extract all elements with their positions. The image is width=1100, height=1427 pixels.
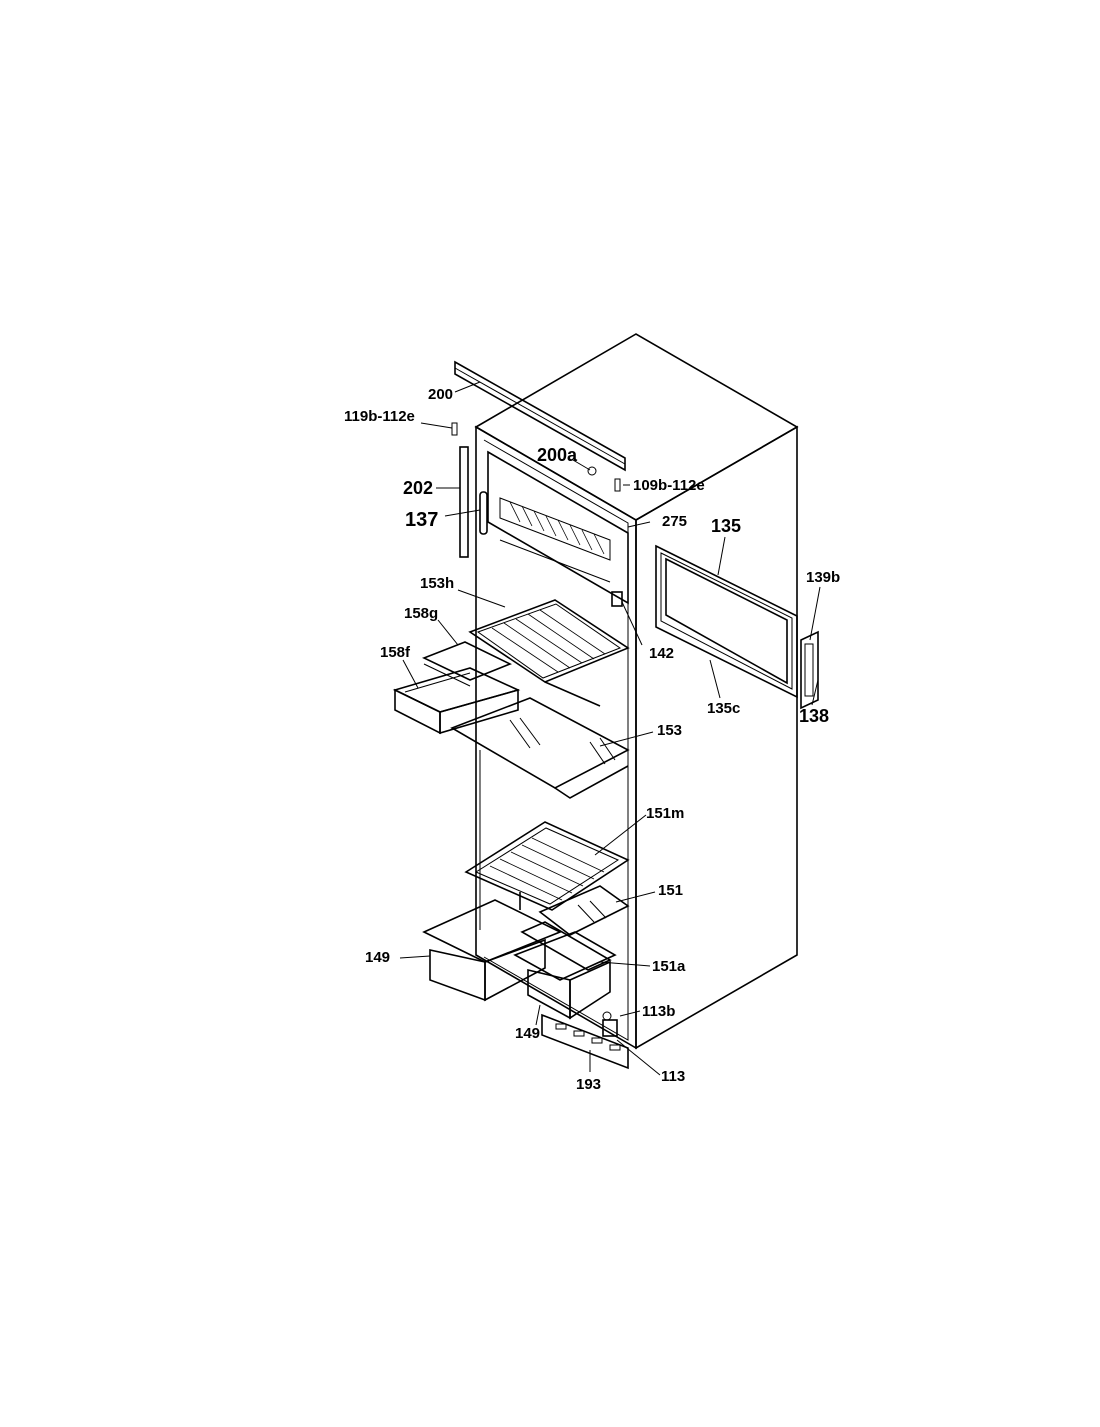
handle-part xyxy=(479,491,488,535)
door-gasket xyxy=(655,544,798,699)
label-113b: 113b xyxy=(642,1003,675,1020)
label-193: 193 xyxy=(576,1076,601,1093)
label-151a: 151a xyxy=(652,958,686,975)
label-137: 137 xyxy=(405,509,438,531)
crisper-cover xyxy=(520,921,612,971)
door-bin-upper xyxy=(392,667,521,735)
label-109b-112e: 109b-112e xyxy=(633,477,705,494)
clip-part xyxy=(611,591,623,607)
screw-part-left xyxy=(451,422,458,436)
top-trim-strip xyxy=(454,360,626,472)
label-151: 151 xyxy=(658,882,683,899)
glass-shelf-lower xyxy=(538,885,630,936)
label-142: 142 xyxy=(649,645,674,662)
leader-lines xyxy=(399,381,821,1076)
crisper-drawer-right xyxy=(513,931,617,1020)
pin-part xyxy=(587,466,597,476)
label-158g: 158g xyxy=(404,605,438,622)
wire-shelf-upper xyxy=(468,599,630,707)
bottom-hinge-part xyxy=(602,1011,618,1037)
glass-shelf-middle xyxy=(450,697,630,799)
label-202: 202 xyxy=(403,478,433,498)
vertical-strip-part xyxy=(459,446,469,558)
door-shelf-small xyxy=(421,641,512,687)
label-135: 135 xyxy=(711,516,741,536)
label-135c: 135c xyxy=(707,700,740,717)
label-138: 138 xyxy=(799,706,829,726)
label-200: 200 xyxy=(428,386,453,403)
label-139b: 139b xyxy=(806,569,840,586)
label-151m: 151m xyxy=(646,805,684,822)
base-grille xyxy=(541,1013,629,1070)
label-200a: 200a xyxy=(537,445,578,465)
label-113: 113 xyxy=(661,1068,685,1085)
label-153: 153 xyxy=(657,722,682,739)
label-149-bottom: 149 xyxy=(515,1025,540,1042)
wire-shelf-lower xyxy=(464,821,630,911)
label-119b-112e: 119b-112e xyxy=(344,408,415,425)
freezer-compartment xyxy=(487,450,629,605)
screw-part-right xyxy=(614,478,621,492)
label-149-left: 149 xyxy=(365,949,390,966)
label-153h: 153h xyxy=(420,575,454,592)
crisper-drawer-left xyxy=(422,899,562,1002)
cabinet-body xyxy=(474,333,799,1050)
label-275: 275 xyxy=(662,513,687,530)
label-158f: 158f xyxy=(380,644,411,661)
door-handle-part xyxy=(800,630,819,710)
